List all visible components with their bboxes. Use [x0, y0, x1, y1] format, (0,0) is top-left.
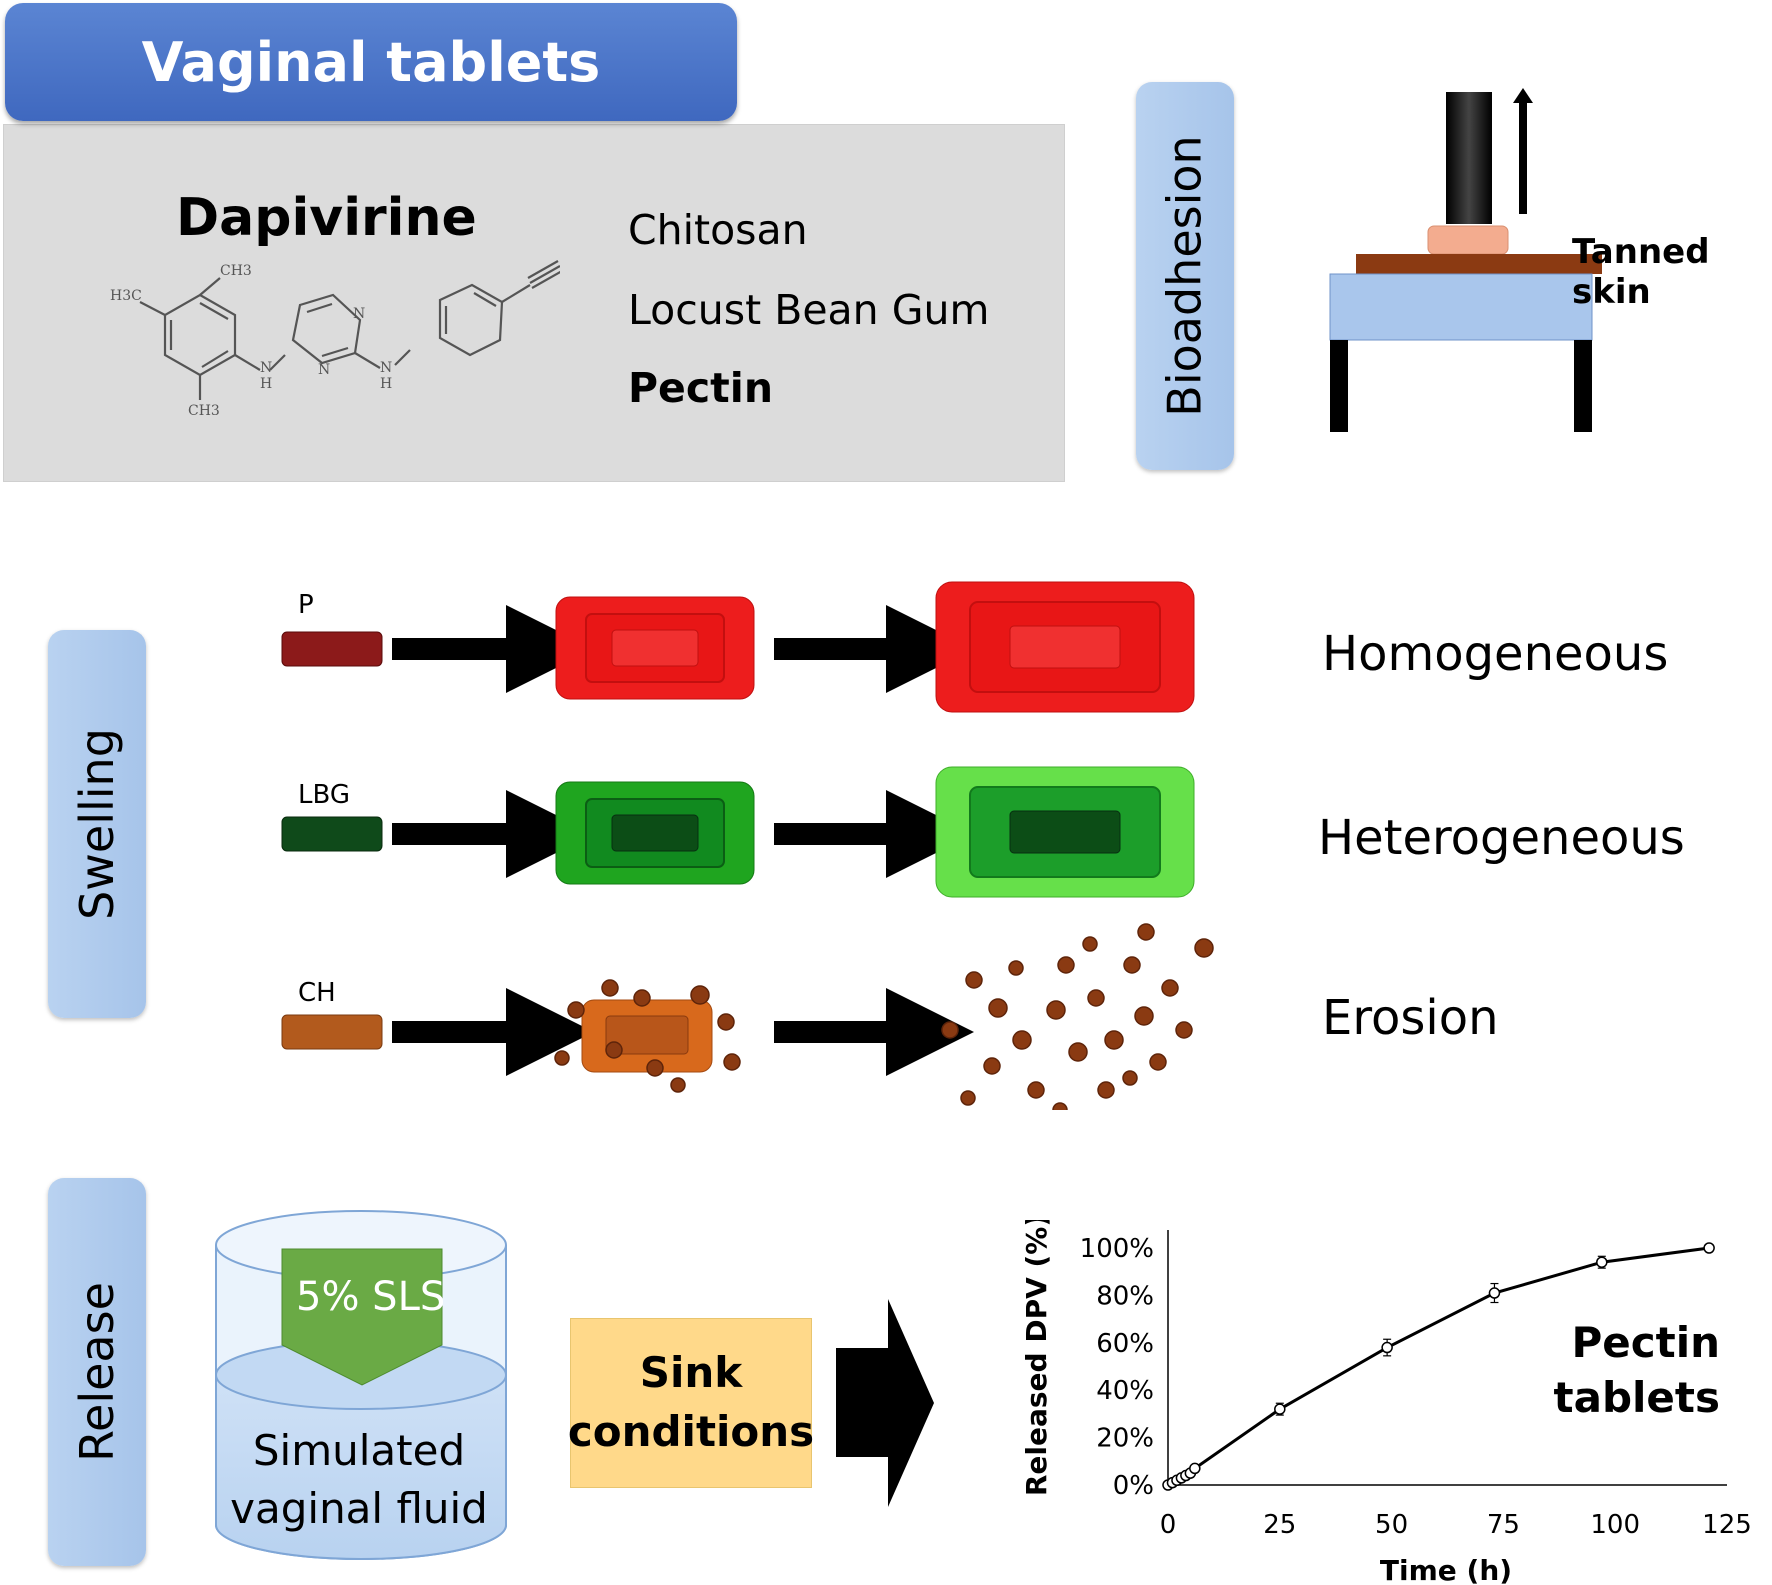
medium-label-line1: Simulated: [252, 1426, 466, 1475]
y-tick-label: 0%: [1113, 1471, 1154, 1501]
data-point: [1381, 1341, 1393, 1354]
data-point: [1596, 1256, 1608, 1268]
polymer-chitosan: Chitosan: [628, 206, 808, 254]
platform-leg: [1574, 340, 1592, 432]
dry-tablet-p: [281, 631, 383, 667]
big-arrow-right-icon: [836, 1299, 934, 1507]
ring-n-label: N: [353, 306, 365, 322]
amine-n-label: N: [380, 360, 392, 376]
x-tick-label: 75: [1487, 1510, 1520, 1540]
tablet-sample: [1427, 225, 1509, 255]
sls-marker: [281, 1248, 443, 1386]
vaginal-fluid: [215, 1375, 507, 1560]
x-tick-label: 0: [1160, 1510, 1177, 1540]
data-point: [1488, 1287, 1501, 1299]
sink-conditions-box: Sink conditions: [567, 1318, 815, 1488]
behaviour-homogeneous: Homogeneous: [1322, 626, 1669, 682]
bioadhesion-apparatus: [1329, 88, 1602, 432]
data-point: [1274, 1403, 1286, 1415]
release-label: Release: [48, 1178, 146, 1566]
dapivirine-structure: H3C CH3 CH3 N H N N N H N: [110, 260, 560, 419]
polymer-locust-bean-gum: Locust Bean Gum: [628, 286, 990, 334]
tanned-skin: [1356, 254, 1602, 274]
amine-h-label: H: [260, 376, 272, 392]
ring-n-label: N: [318, 362, 330, 378]
y-tick-label: 80%: [1096, 1281, 1154, 1311]
bioadhesion-label: Bioadhesion: [1136, 82, 1234, 470]
chart-annotation-line1: Pectin: [1571, 1318, 1720, 1367]
swelling-label: Swelling: [48, 630, 146, 1018]
sink-label-line2: conditions: [567, 1407, 815, 1456]
swelling-label-text: Swelling: [70, 728, 125, 920]
surfactant-label: 5% SLS: [296, 1274, 446, 1320]
polymer-pectin: Pectin: [628, 364, 774, 412]
y-tick-label: 60%: [1096, 1329, 1154, 1359]
dry-tablet-lbg: [281, 816, 383, 852]
y-tick-label: 100%: [1080, 1234, 1154, 1264]
y-axis-label: Released DPV (%): [1020, 1220, 1053, 1496]
chart-annotation-line2: tablets: [1553, 1372, 1720, 1422]
arrow-up-icon: [1513, 88, 1533, 103]
bioadhesion-label-text: Bioadhesion: [1158, 135, 1212, 417]
y-tick-label: 20%: [1096, 1424, 1154, 1454]
eroded-particles: [554, 923, 1214, 1110]
data-point: [1703, 1242, 1715, 1254]
x-tick-label: 100: [1590, 1510, 1640, 1540]
tablet-core: [1009, 625, 1121, 669]
tablet-core: [1009, 810, 1121, 854]
tablet-label-p: P: [298, 590, 314, 620]
data-point: [1189, 1462, 1201, 1475]
methyl-top-label: CH3: [220, 263, 252, 279]
page-title: Vaginal tablets: [141, 30, 601, 94]
dry-tablet-ch: [281, 1014, 383, 1050]
x-axis-label: Time (h): [1380, 1554, 1512, 1585]
x-tick-label: 25: [1263, 1510, 1296, 1540]
tablet-label-lbg: LBG: [298, 780, 351, 810]
formulation-panel: [3, 124, 1065, 482]
medium-label-line2: vaginal fluid: [230, 1484, 488, 1533]
methyl-left-label: H3C: [110, 288, 142, 304]
tanned-skin-label: Tanned skin: [1572, 232, 1710, 312]
behaviour-erosion: Erosion: [1322, 990, 1499, 1046]
platform-leg: [1330, 340, 1348, 432]
release-chart: 0 25 50 75 100 125 0% 20% 40% 60% 80% 100% Time (h)…: [1020, 1220, 1752, 1585]
x-tick-label: 125: [1702, 1510, 1752, 1540]
drug-name: Dapivirine: [176, 188, 477, 248]
methyl-bottom-label: CH3: [188, 403, 220, 419]
tablet-core: [611, 629, 699, 667]
tablet-label-ch: CH: [298, 978, 336, 1008]
tablet-core: [611, 814, 699, 852]
x-tick-label: 50: [1375, 1510, 1408, 1540]
probe: [1446, 92, 1492, 224]
chart-annotation: Pectin tablets: [1540, 1316, 1720, 1425]
arrow-up-shaft: [1519, 102, 1527, 214]
y-tick-label: 40%: [1096, 1376, 1154, 1406]
title-banner: Vaginal tablets: [5, 3, 737, 121]
platform: [1329, 273, 1593, 341]
amine-h-label: H: [380, 376, 392, 392]
dissolution-vessel: [215, 1210, 507, 1560]
swelling-diagram: [281, 581, 1214, 1110]
release-label-text: Release: [70, 1282, 125, 1462]
sink-label-line1: Sink: [639, 1348, 743, 1398]
amine-n-label: N: [260, 360, 272, 376]
behaviour-heterogeneous: Heterogeneous: [1318, 810, 1685, 866]
tablet-core: [605, 1015, 689, 1055]
